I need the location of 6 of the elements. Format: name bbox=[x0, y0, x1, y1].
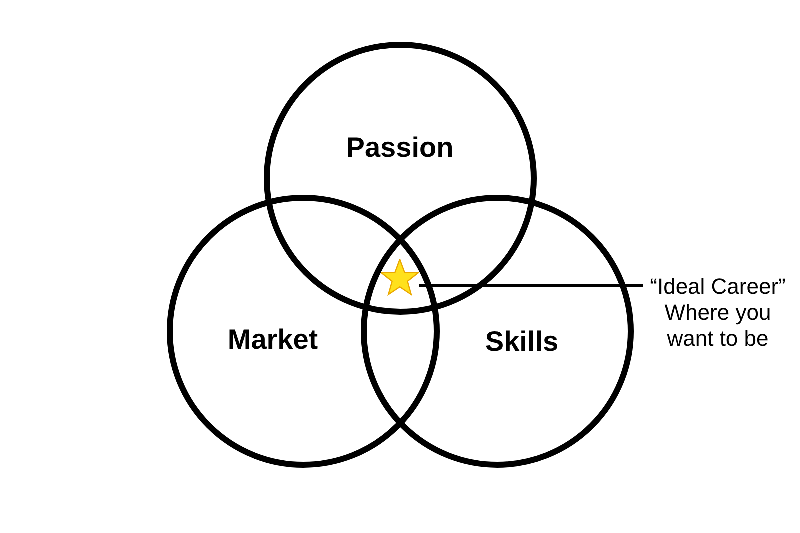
category-label: Passion bbox=[346, 132, 454, 164]
callout-text: Where you want to be bbox=[664, 300, 772, 352]
category-label: Market bbox=[228, 324, 318, 356]
category-label: Skills bbox=[485, 326, 559, 358]
leader-line bbox=[419, 284, 643, 287]
callout-heading: “Ideal Career” bbox=[650, 274, 786, 300]
